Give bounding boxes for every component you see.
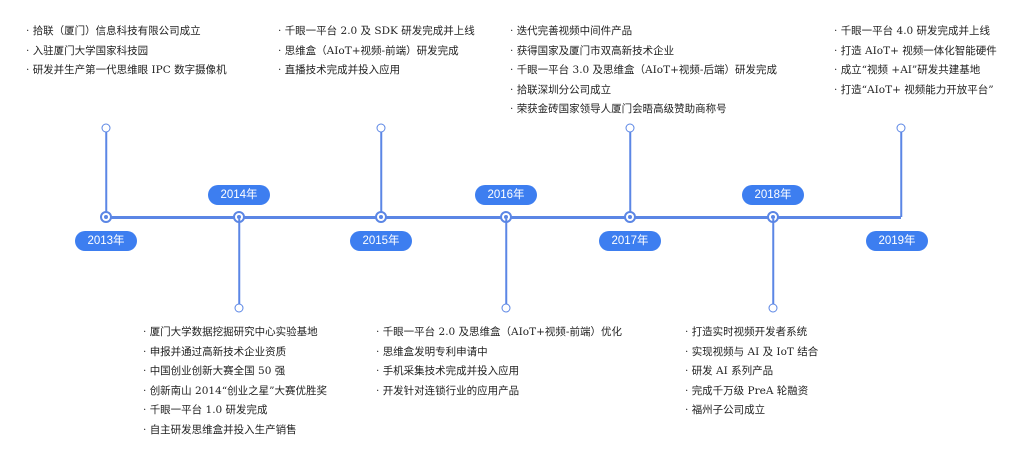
stem-2013	[105, 128, 107, 216]
list-item: 荣获金砖国家领导人厦门会晤高级赞助商称号	[510, 100, 777, 120]
list-item: 思维盒（AIoT+视频-前端）研发完成	[278, 42, 475, 62]
stem-2018	[772, 219, 774, 308]
stem-endcap-2015	[376, 123, 386, 133]
node-2013	[100, 211, 112, 223]
list-item: 厦门大学数据挖掘研究中心实验基地	[143, 323, 327, 343]
list-item: 开发针对连锁行业的应用产品	[376, 382, 622, 402]
list-item: 拾联深圳分公司成立	[510, 81, 777, 101]
list-item: 千眼一平台 1.0 研发完成	[143, 401, 327, 421]
milestone-list-2016: 千眼一平台 2.0 及思维盒（AIoT+视频-前端）优化 思维盒发明专利申请中 …	[376, 323, 622, 401]
list-item: 完成千万级 PreA 轮融资	[685, 382, 818, 402]
milestone-list-2015: 千眼一平台 2.0 及 SDK 研发完成并上线 思维盒（AIoT+视频-前端）研…	[278, 22, 475, 81]
list-item: 手机采集技术完成并投入应用	[376, 362, 622, 382]
list-item: 研发并生产第一代思维眼 IPC 数字摄像机	[26, 61, 227, 81]
list-item: 千眼一平台 3.0 及思维盒（AIoT+视频-后端）研发完成	[510, 61, 777, 81]
milestone-list-2018: 打造实时视频开发者系统 实现视频与 AI 及 IoT 结合 研发 AI 系列产品…	[685, 323, 819, 421]
year-badge-2015: 2015年	[350, 231, 412, 251]
list-item: 千眼一平台 2.0 及思维盒（AIoT+视频-前端）优化	[376, 323, 622, 343]
stem-endcap-2017	[625, 123, 635, 133]
list-item: 拾联（厦门）信息科技有限公司成立	[26, 22, 227, 42]
node-2015	[375, 211, 387, 223]
year-badge-2018: 2018年	[742, 185, 804, 205]
node-2014	[233, 211, 245, 223]
list-item: 直播技术完成并投入应用	[278, 61, 475, 81]
stem-2019	[900, 128, 902, 217]
list-item: 打造实时视频开发者系统	[685, 323, 818, 343]
list-item: 思维盒发明专利申请中	[376, 343, 622, 363]
milestone-list-2019: 千眼一平台 4.0 研发完成并上线 打造 AIoT+ 视频一体化智能硬件 成立“…	[834, 22, 997, 100]
list-item: 迭代完善视频中间件产品	[510, 22, 777, 42]
list-item: 研发 AI 系列产品	[685, 362, 818, 382]
year-badge-2014: 2014年	[208, 185, 270, 205]
stem-2017	[629, 128, 631, 216]
list-item: 千眼一平台 4.0 研发完成并上线	[834, 22, 997, 42]
list-item: 自主研发思维盒并投入生产销售	[143, 421, 327, 441]
stem-endcap-2019	[896, 123, 906, 133]
list-item: 打造“AIoT+ 视频能力开放平台”	[834, 81, 997, 101]
node-2017	[624, 211, 636, 223]
list-item: 打造 AIoT+ 视频一体化智能硬件	[834, 42, 997, 62]
list-item: 福州子公司成立	[685, 401, 818, 421]
stem-2015	[380, 128, 382, 216]
year-badge-2016: 2016年	[475, 185, 537, 205]
list-item: 申报并通过高新技术企业资质	[143, 343, 327, 363]
stem-endcap-2016	[501, 303, 511, 313]
list-item: 获得国家及厦门市双高新技术企业	[510, 42, 777, 62]
stem-2014	[238, 219, 240, 308]
year-badge-2013: 2013年	[75, 231, 137, 251]
list-item: 成立“视频 +AI”研发共建基地	[834, 61, 997, 81]
year-badge-2017: 2017年	[599, 231, 661, 251]
milestone-list-2013: 拾联（厦门）信息科技有限公司成立 入驻厦门大学国家科技园 研发并生产第一代思维眼…	[26, 22, 227, 81]
list-item: 中国创业创新大赛全国 50 强	[143, 362, 327, 382]
milestone-list-2014: 厦门大学数据挖掘研究中心实验基地 申报并通过高新技术企业资质 中国创业创新大赛全…	[143, 323, 327, 440]
stem-endcap-2014	[234, 303, 244, 313]
list-item: 千眼一平台 2.0 及 SDK 研发完成并上线	[278, 22, 475, 42]
list-item: 入驻厦门大学国家科技园	[26, 42, 227, 62]
milestone-list-2017: 迭代完善视频中间件产品 获得国家及厦门市双高新技术企业 千眼一平台 3.0 及思…	[510, 22, 777, 120]
stem-endcap-2013	[101, 123, 111, 133]
stem-endcap-2018	[768, 303, 778, 313]
list-item: 实现视频与 AI 及 IoT 结合	[685, 343, 819, 363]
list-item: 创新南山 2014“创业之星”大赛优胜奖	[143, 382, 327, 402]
stem-2016	[505, 219, 507, 308]
year-badge-2019: 2019年	[866, 231, 928, 251]
